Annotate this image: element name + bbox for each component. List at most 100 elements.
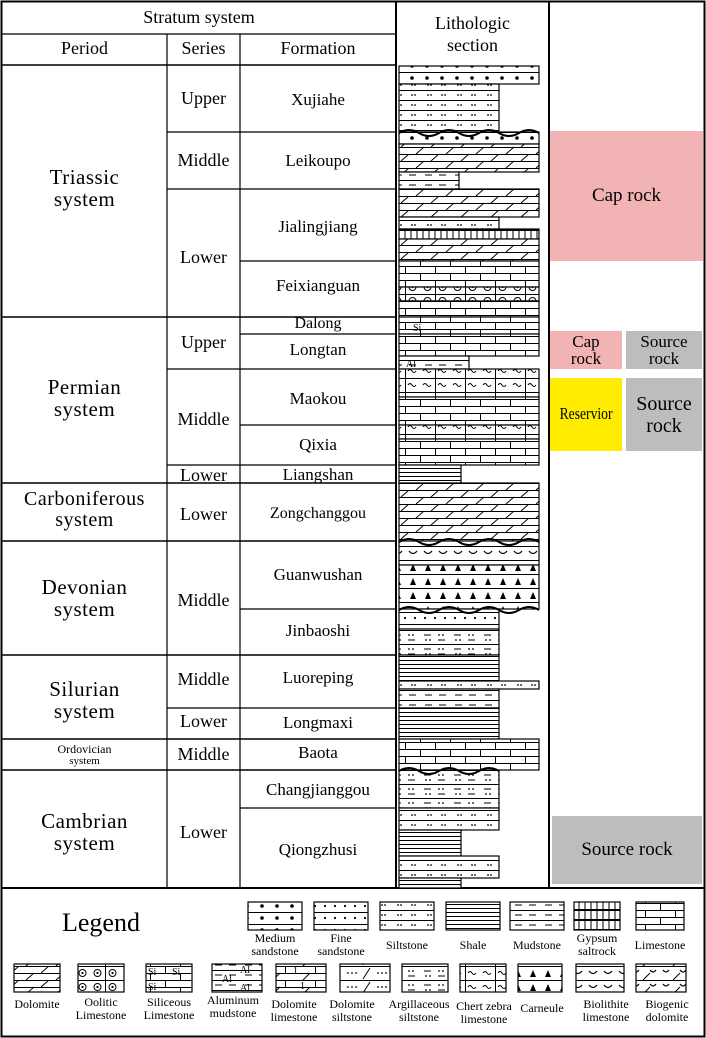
formation-separators [240,260,396,809]
series-permian-middle: Middle [177,409,230,429]
litho-luore-shale [398,654,500,682]
formation-dalong: Dalong [294,315,342,332]
legend-line: Limestone [75,1007,127,1022]
period-devonian-system: system [53,597,116,622]
period-devonian: Devonian system [2,576,167,620]
legend-title: Legend [62,908,140,937]
formation-leikoupo: Leikoupo [285,151,351,170]
swatch-aluminum-mudstone [211,963,263,993]
source-rock-mid-line1: Source [636,392,692,415]
legend-line: Argillaceous [388,997,450,1011]
swatch-siltstone [379,901,435,931]
period-silurian-name: Silurian [49,677,120,701]
swatch-dolomite [13,963,61,993]
swatch-shale [445,901,501,931]
period-permian-name: Permian [47,375,122,399]
legend-line: Limestone [634,938,686,952]
swatch-siliceous-limestone [145,963,193,993]
litho-maokou-chert [398,368,540,398]
formation-baota: Baota [298,743,338,762]
source-rock-mid-line2: rock [646,414,682,437]
cap-rock-main-box: Cap rock [550,131,703,261]
legend-line: Biolithite [583,997,629,1011]
legend-line: Siltstone [385,938,429,952]
swatch-biogenic-dolomite [635,963,687,993]
litho-jinbao-mud [398,628,500,656]
legend-line: Oolitic [84,995,118,1009]
litho-luore-mud [398,688,500,709]
series-silurian-lower: Lower [180,711,227,731]
series-triassic-middle: Middle [177,150,230,170]
legend-line: sandstone [317,943,365,958]
cap-rock-small-line2: rock [570,349,602,368]
litho-jialing-dolo2 [398,238,540,262]
reservoir-box: Reservior [550,378,622,451]
period-cambrian-system: system [53,831,116,856]
litho-qiongzhu-silt2 [398,855,500,879]
legend-line: saltrock [577,943,616,958]
legend-line: sandstone [251,943,299,958]
litho-jialing-silt [398,216,500,230]
litho-qixia-chert [398,424,540,440]
glyph-one-1: 1 [293,966,298,977]
legend-line: mudstone [209,1005,257,1020]
legend-line: Dolomite [14,997,60,1011]
swatch-carneule [517,963,563,993]
swatch-dolomite-siltstone [339,963,391,993]
legend-line: siltstone [398,1009,440,1024]
legend-line: Dolomite [271,997,317,1011]
litho-feixian-ool [398,286,540,302]
series-separators [167,131,396,709]
swatch-fine-sandstone [313,901,369,931]
legend-line: Limestone [143,1007,195,1022]
litho-longtan [398,333,540,357]
formation-zongchanggou: Zongchanggou [270,505,366,522]
litho-jialing-gyps [398,228,540,240]
litho-jinbao-fine [398,608,500,630]
source-rock-bottom-box: Source rock [552,816,702,884]
legend-line: Fine [330,931,352,945]
litho-xujiahe-silt [398,83,500,133]
litho-luore-silt [398,680,540,690]
litho-changjiang [398,769,500,809]
period-carboniferous: Carboniferous system [2,489,167,531]
formation-liangshan: Liangshan [282,465,354,484]
legend-label-siltstone: Siltstone [386,939,428,952]
header-lithologic-section-1: Lithologic [435,13,510,33]
legend-line: Biogenic [645,997,689,1011]
header-period: Period [61,38,108,58]
legend-line: Shale [459,938,487,952]
legend-line: Medium [254,931,296,945]
glyph-si-3: Si [148,982,157,993]
reservoir-label: Reservior [559,404,613,424]
litho-baota [398,738,540,771]
litho-longmaxi [398,707,500,740]
header-stratum-system: Stratum system [143,7,255,27]
swatch-gypsum-saltrock [573,901,621,931]
source-rock-small-box: Source rock [626,331,702,369]
lithologic-column [398,65,540,889]
legend-line: Aluminum [206,993,260,1007]
series-triassic-lower: Lower [180,247,227,267]
period-ordovician-system: system [69,754,100,767]
source-rock-small-line1: Source [640,332,688,351]
formation-guanwushan: Guanwushan [273,565,363,584]
period-triassic: Triassic system [2,166,167,210]
period-triassic-system: system [53,187,116,212]
swatch-mudstone [509,901,565,931]
formation-feixianguan: Feixianguan [275,276,361,295]
legend-glyphs: Si Si Si Al Al Al 1 1 Si Al [148,323,422,994]
legend-line: siltstone [331,1009,373,1024]
glyph-si-1: Si [148,967,157,978]
litho-leikoupo-mud [398,171,460,190]
unconformity-lines [398,129,540,775]
litho-qiongzhu-base [398,877,462,889]
